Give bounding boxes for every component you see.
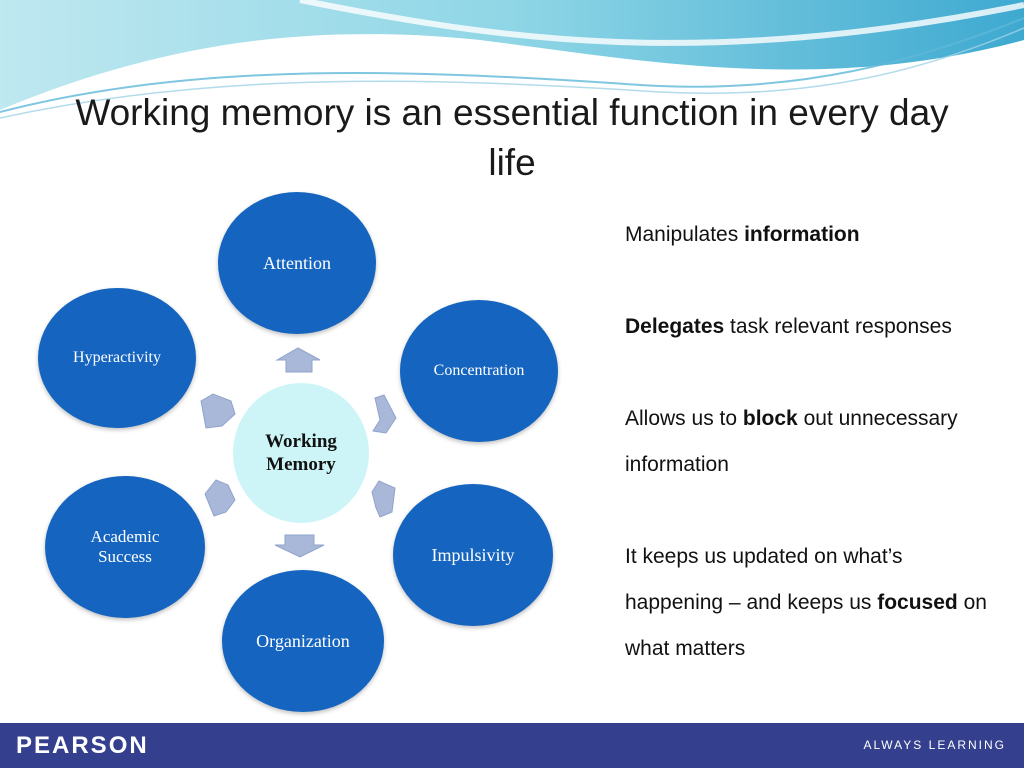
- node-concentration: Concentration: [400, 300, 558, 442]
- node-label: Attention: [263, 252, 331, 273]
- node-label: Concentration: [433, 362, 525, 379]
- node-label: Impulsivity: [431, 544, 515, 565]
- bullet-bold-text: Delegates: [625, 315, 725, 338]
- bullet-text: It keeps us updated on what’s happening …: [625, 545, 903, 614]
- bullet-text: task relevant responses: [724, 315, 952, 338]
- bullet-list: Manipulates information Delegates task r…: [625, 212, 1005, 672]
- bullet-bold-text: focused: [877, 591, 958, 614]
- bullet-spacer: [625, 488, 1005, 534]
- node-attention: Attention: [218, 192, 376, 334]
- decorative-wave-header: [0, 0, 1024, 119]
- arrow-down-right: [371, 480, 396, 518]
- node-label: Organization: [256, 630, 350, 651]
- node-label: Academic Success: [90, 527, 160, 566]
- center-label: Working Memory: [265, 431, 337, 475]
- node-hyperactivity: Hyperactivity: [38, 288, 196, 428]
- bullet-item: Delegates task relevant responses: [625, 304, 1005, 350]
- footer-tagline: ALWAYS LEARNING: [863, 738, 1006, 752]
- arrow-down: [274, 534, 325, 558]
- arrow-up-right: [372, 394, 397, 434]
- bullet-spacer: [625, 350, 1005, 396]
- bullet-spacer: [625, 258, 1005, 304]
- footer-bar: PEARSON ALWAYS LEARNING: [0, 723, 1024, 768]
- bullet-item: Manipulates information: [625, 212, 1005, 258]
- bullet-item: Allows us to block out unnecessary infor…: [625, 396, 1005, 488]
- slide-title: Working memory is an essential function …: [75, 92, 949, 183]
- bullet-text: out unnecessary information: [625, 407, 958, 476]
- node-organization: Organization: [222, 570, 384, 712]
- arrow-up-left: [200, 393, 236, 429]
- node-label: Hyperactivity: [73, 349, 161, 366]
- bullet-text: on what matters: [625, 591, 987, 660]
- bullet-text: Manipulates: [625, 223, 745, 246]
- bullet-text: Allows us to: [625, 407, 743, 430]
- pearson-logo: PEARSON: [16, 732, 149, 759]
- node-impulsivity: Impulsivity: [393, 484, 553, 626]
- node-working-memory: Working Memory: [233, 383, 369, 523]
- arrow-down-left: [204, 479, 236, 517]
- bullet-item: It keeps us updated on what’s happening …: [625, 534, 1005, 672]
- node-academic-success: Academic Success: [45, 476, 205, 618]
- bullet-bold-text: block: [742, 407, 798, 430]
- bullet-bold-text: information: [744, 223, 860, 246]
- arrow-up: [275, 347, 321, 373]
